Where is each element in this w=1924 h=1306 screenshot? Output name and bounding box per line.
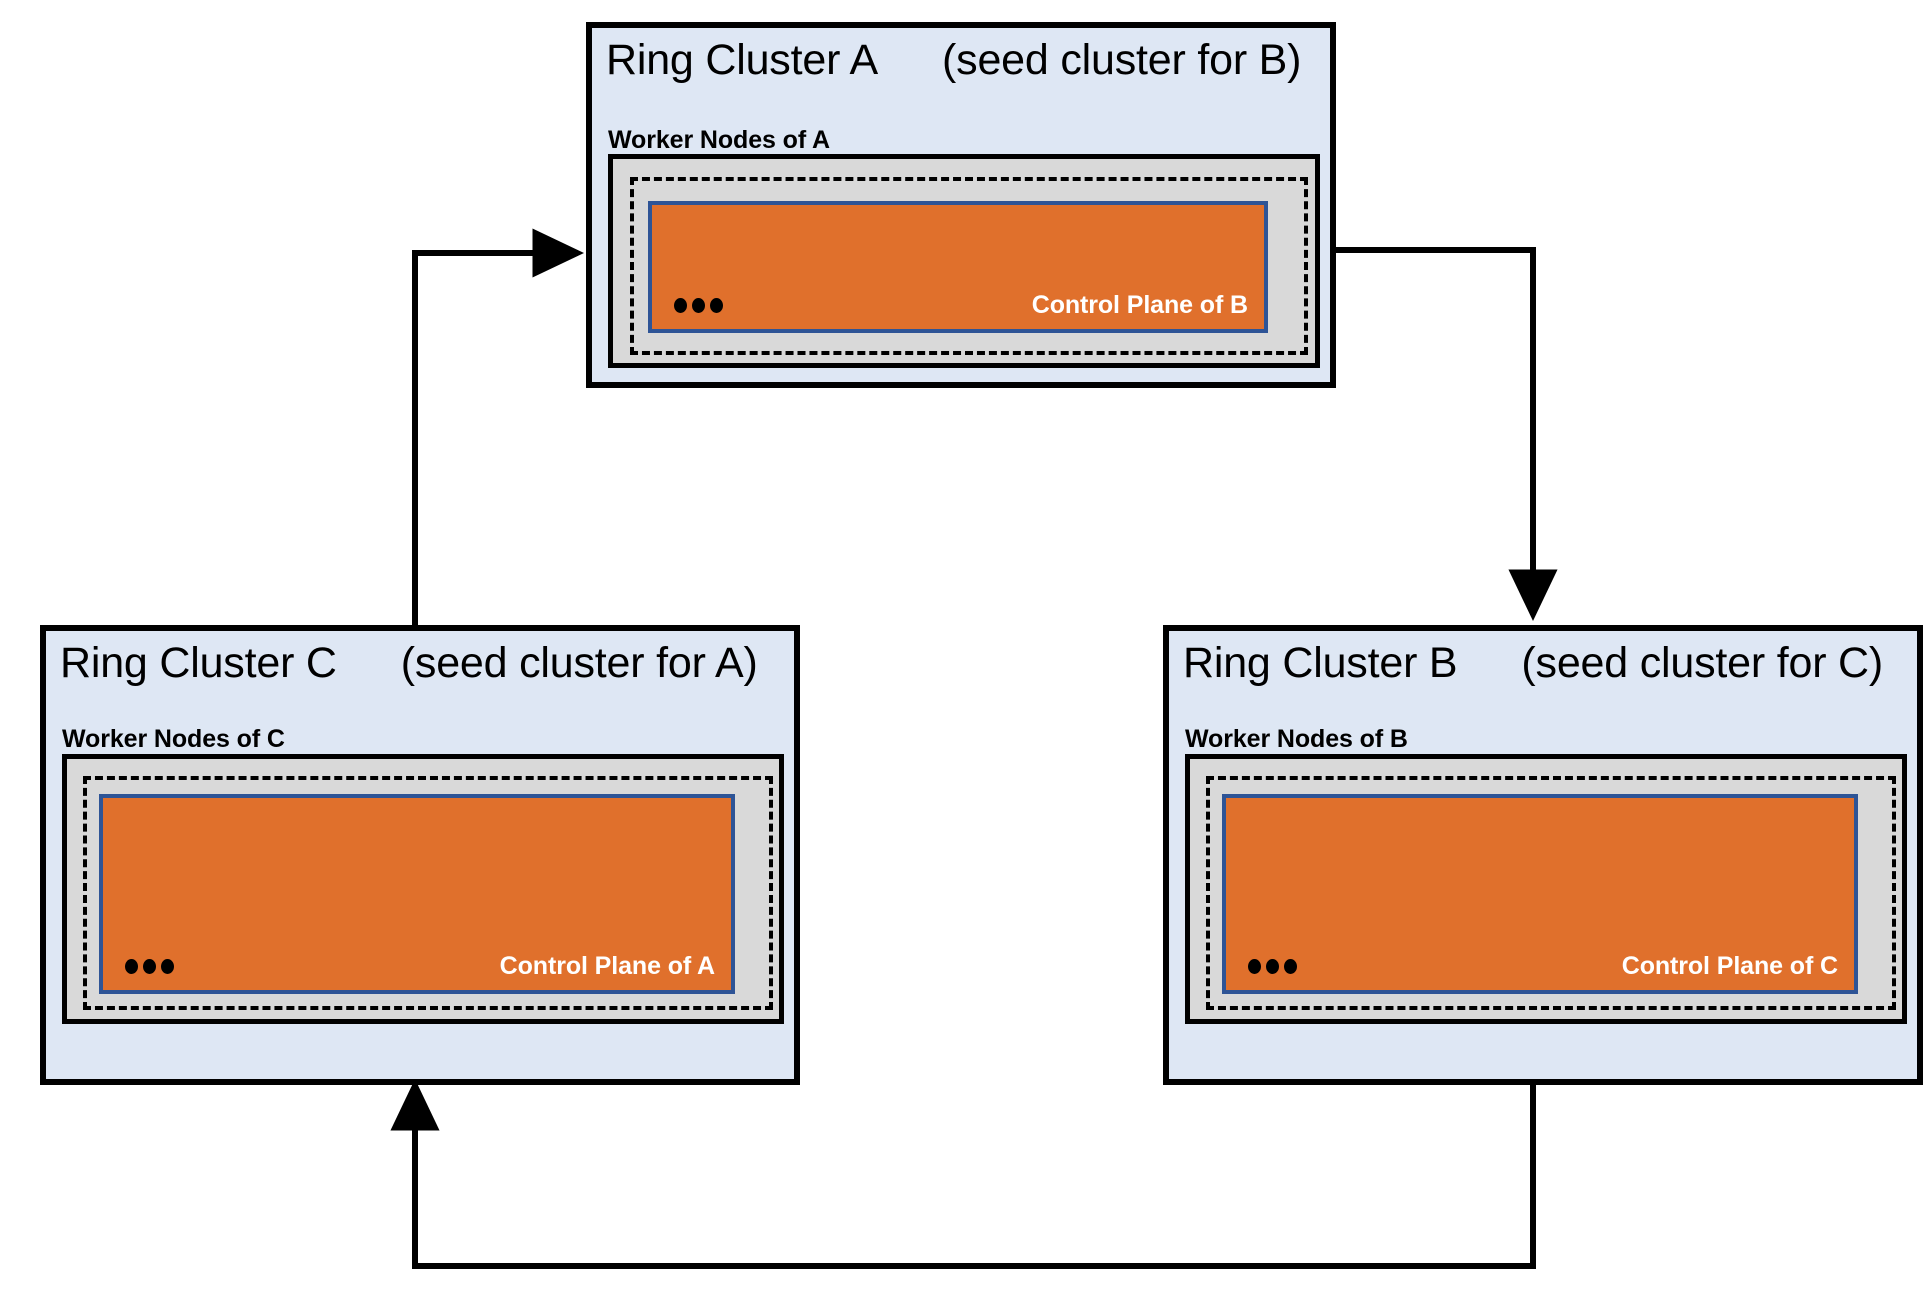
cluster-b-worker-label: Worker Nodes of B [1185, 725, 1408, 753]
cluster-a-seed-role: (seed cluster for B) [942, 36, 1302, 84]
cluster-b-title: Ring Cluster B (seed cluster for C) [1183, 639, 1909, 688]
cluster-c-seed-role: (seed cluster for A) [400, 639, 758, 687]
cluster-b-control-plane-of-c[interactable]: Control Plane of C [1222, 794, 1858, 994]
cluster-c-control-plane-of-a[interactable]: Control Plane of A [99, 794, 735, 994]
cluster-a-node-dashed: Control Plane of B [630, 177, 1308, 355]
cluster-a-control-plane-label: Control Plane of B [1031, 291, 1248, 319]
cluster-b-control-plane-label: Control Plane of C [1621, 952, 1838, 980]
cluster-b-worker-nodes[interactable]: Control Plane of C [1185, 754, 1907, 1024]
cluster-c-ellipsis-icon [125, 959, 174, 974]
arrow-a-to-b [1333, 247, 1558, 622]
cluster-c-node-dashed: Control Plane of A [83, 776, 773, 1010]
arrow-c-to-a [412, 228, 585, 625]
cluster-a-ellipsis-icon [674, 298, 723, 313]
ring-cluster-a[interactable]: Ring Cluster A (seed cluster for B) Work… [586, 22, 1336, 388]
cluster-a-name: Ring Cluster A [606, 36, 879, 84]
cluster-a-control-plane-of-b[interactable]: Control Plane of B [648, 201, 1268, 333]
cluster-b-ellipsis-icon [1248, 959, 1297, 974]
cluster-a-worker-label: Worker Nodes of A [608, 126, 830, 154]
ring-cluster-b[interactable]: Ring Cluster B (seed cluster for C) Work… [1163, 625, 1923, 1085]
cluster-b-name: Ring Cluster B [1183, 639, 1458, 687]
cluster-b-seed-role: (seed cluster for C) [1521, 639, 1884, 687]
cluster-b-node-dashed: Control Plane of C [1206, 776, 1896, 1010]
cluster-a-title: Ring Cluster A (seed cluster for B) [606, 36, 1322, 85]
ring-cluster-c[interactable]: Ring Cluster C (seed cluster for A) Work… [40, 625, 800, 1085]
cluster-c-title: Ring Cluster C (seed cluster for A) [60, 639, 786, 688]
cluster-a-worker-nodes[interactable]: Control Plane of B [608, 154, 1320, 368]
cluster-c-name: Ring Cluster C [60, 639, 337, 687]
cluster-c-control-plane-label: Control Plane of A [499, 952, 715, 980]
cluster-c-worker-label: Worker Nodes of C [62, 725, 285, 753]
cluster-c-worker-nodes[interactable]: Control Plane of A [62, 754, 784, 1024]
